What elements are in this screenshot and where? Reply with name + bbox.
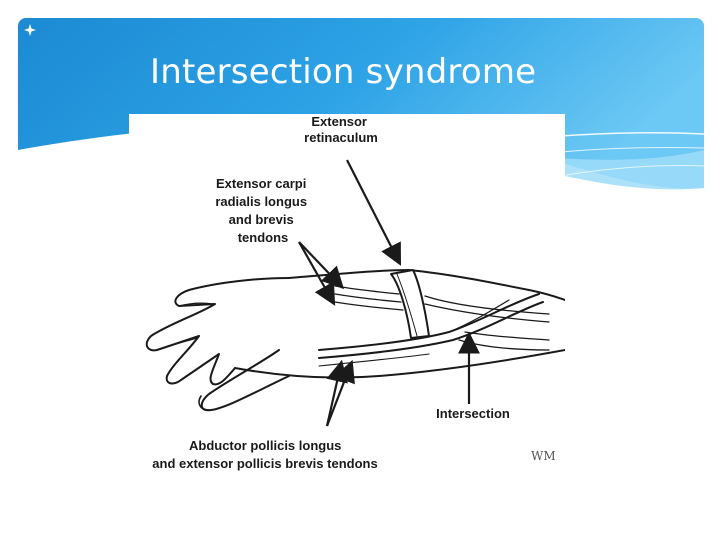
label-apl-epb-tendons: Abductor pollicis longus and extensor po… bbox=[152, 438, 377, 471]
label-ecr-tendons: Extensor carpi radialis longus and brevi… bbox=[215, 176, 310, 245]
label-extensor-retinaculum: Extensor retinaculum bbox=[304, 114, 378, 145]
anatomy-figure: Extensor retinaculum Extensor carpi radi… bbox=[129, 114, 565, 480]
wrist-diagram: Extensor retinaculum Extensor carpi radi… bbox=[129, 114, 565, 480]
slide-title: Intersection syndrome bbox=[150, 52, 536, 92]
artist-signature: WM bbox=[531, 449, 556, 463]
hand-outline bbox=[147, 278, 289, 384]
arrow-retinaculum bbox=[347, 160, 399, 262]
label-intersection: Intersection bbox=[436, 406, 510, 421]
retinaculum-band bbox=[391, 270, 429, 338]
forearm-bottom bbox=[235, 350, 565, 378]
thumb-outline bbox=[202, 350, 289, 410]
